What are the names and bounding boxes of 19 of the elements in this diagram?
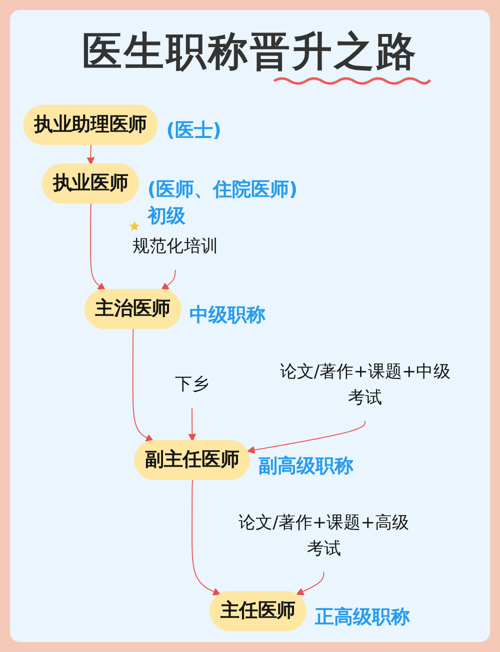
rank-note: 正高级职称 <box>314 606 410 628</box>
arrow <box>188 408 196 442</box>
arrow <box>192 480 221 596</box>
node-text: 规范化培训 <box>132 236 218 256</box>
arrow <box>161 269 176 290</box>
arrow <box>247 420 366 454</box>
rank-note: 副高级职称 <box>258 456 354 477</box>
node-text: 论文/著作+课题+中级考试 <box>280 362 450 407</box>
title: 医生职称晋升之路 <box>81 28 419 77</box>
arrow <box>90 203 106 290</box>
node-text: 下乡 <box>175 374 210 394</box>
rank-note: 初级 <box>147 206 186 228</box>
rank-note: (医士) <box>166 120 222 142</box>
rank-note: 中级职称 <box>190 304 266 326</box>
rank-note: (医师、住院医师) <box>147 179 298 200</box>
node-text: 论文/著作+课题+高级考试 <box>238 512 410 558</box>
arrow <box>132 328 154 442</box>
arrow <box>86 144 95 165</box>
arrow <box>296 571 324 596</box>
